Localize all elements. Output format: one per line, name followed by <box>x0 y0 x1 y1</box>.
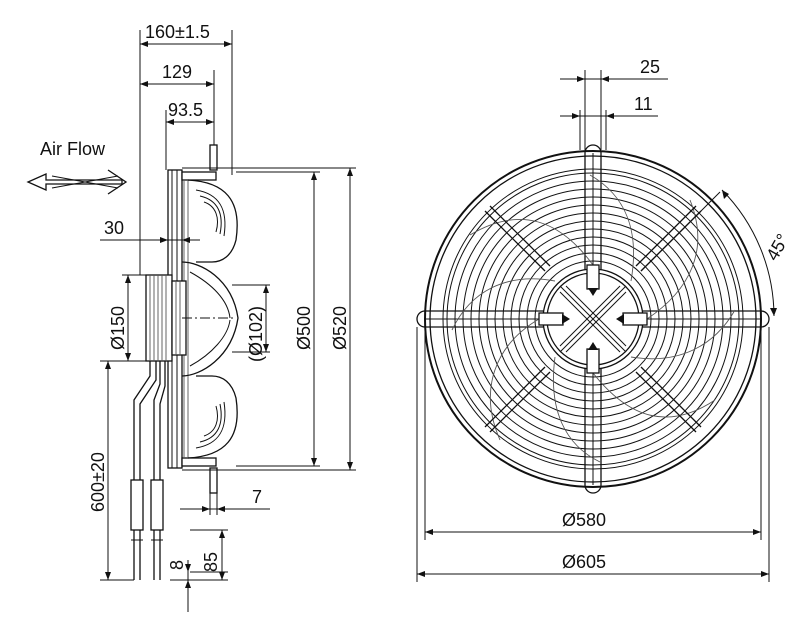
dim-605-label: Ø605 <box>562 552 606 572</box>
airflow-label: Air Flow <box>40 139 106 159</box>
dim-30-label: 30 <box>104 218 124 238</box>
dim-angle-label: 45° <box>762 230 793 264</box>
motor-hub <box>145 274 236 362</box>
dim-520-label: Ø520 <box>330 306 350 350</box>
dim-129-label: 129 <box>162 62 192 82</box>
dim-580-label: Ø580 <box>562 510 606 530</box>
dim-7-label: 7 <box>252 487 262 507</box>
dim-85-label: 85 <box>201 552 221 572</box>
dim-160 <box>139 30 233 275</box>
dim-520 <box>182 167 356 471</box>
dim-129 <box>140 70 215 145</box>
dim-30 <box>100 237 200 243</box>
side-view: Air Flow <box>26 22 356 612</box>
dim-25-label: 25 <box>640 57 660 77</box>
dim-605 <box>416 327 770 582</box>
dim-25-11 <box>560 70 668 150</box>
airflow-arrow-icon <box>26 169 128 195</box>
dim-11-label: 11 <box>634 94 653 114</box>
dim-580 <box>424 327 762 540</box>
dim-160-label: 160±1.5 <box>145 22 210 42</box>
dim-500 <box>236 171 320 467</box>
front-view: 25 11 45° Ø580 Ø605 <box>416 57 793 582</box>
dim-600-label: 600±20 <box>88 452 108 512</box>
dim-8-85 <box>170 529 228 612</box>
center-hub <box>538 264 648 374</box>
dim-93-5-label: 93.5 <box>168 100 203 120</box>
dim-102-label: (Ø102) <box>246 306 266 362</box>
dim-7 <box>180 493 270 515</box>
guard-rings <box>424 150 762 488</box>
dim-8-label: 8 <box>167 560 187 570</box>
cables <box>130 361 166 580</box>
dim-150-label: Ø150 <box>108 306 128 350</box>
dim-500-label: Ø500 <box>294 306 314 350</box>
dim-600 <box>100 360 146 581</box>
dim-93-5 <box>165 110 214 170</box>
front-blades <box>451 174 736 463</box>
dim-angle <box>640 189 777 317</box>
dim-102 <box>232 284 270 353</box>
side-blades <box>181 179 239 459</box>
